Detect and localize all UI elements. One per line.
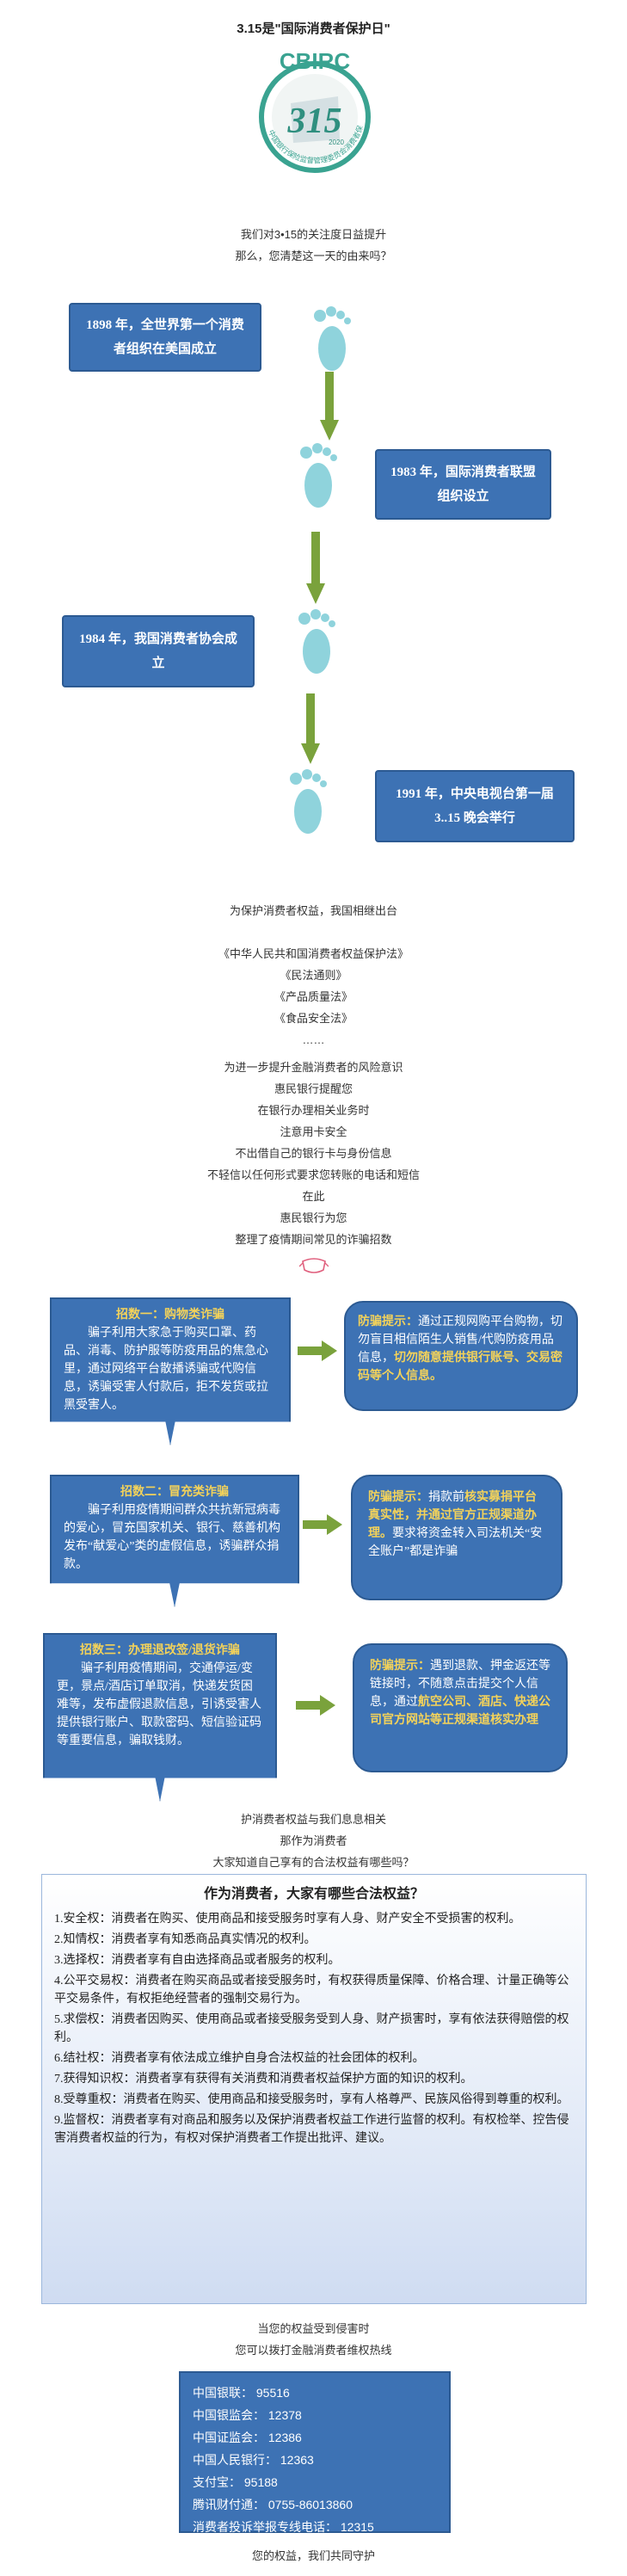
hotline-item: 中国银联： 95516	[193, 2386, 290, 2400]
rights-item: 7.获得知识权：消费者享有获得有关消费和消费者权益保护方面的知识的权利。	[54, 2073, 473, 2086]
rights-intro-line: 护消费者权益与我们息息相关	[240, 1813, 386, 1826]
scam-heading: 招数二：冒充类诈骗	[120, 1486, 229, 1499]
rights-item: 4.公平交易权：消费者在购买商品或者接受服务时，有权获得质量保障、价格合理、计量…	[54, 1975, 569, 2006]
scam-box-3: 招数三：办理退改签/退货诈骗 骗子利用疫情期间，交通停运/变更，景点/酒店订单取…	[43, 1633, 277, 1802]
scam-box-2: 招数二：冒充类诈骗 骗子利用疫情期间群众共抗新冠病毒的爱心，冒充国家机关、银行、…	[50, 1475, 299, 1607]
footprint-icon	[284, 768, 332, 835]
rights-panel: 作为消费者，大家有哪些合法权益？ 1.安全权：消费者在购买、使用商品和接受服务时…	[41, 1874, 587, 2304]
rights-item: 5.求偿权：消费者因购买、使用商品或者接受服务受到人身、财产损害时，享有依法获得…	[54, 2013, 569, 2044]
rights-item: 8.受尊重权：消费者在购买、使用商品和接受服务时，享有人格尊严、民族风俗得到尊重…	[54, 2093, 569, 2106]
intro-text: 我们对3•15的关注度日益提升 那么，您清楚这一天的由来吗？	[0, 224, 627, 267]
right-arrow-icon	[298, 1340, 337, 1365]
rights-title: 作为消费者，大家有哪些合法权益？	[203, 1887, 424, 1901]
law-item: 《民法通则》	[280, 969, 347, 982]
timeline-text: 1984 年，我国消费者协会成立	[79, 632, 237, 670]
tip-highlight: 切勿随意提供银行账号、交易密码等个人信息。	[358, 1352, 562, 1383]
law-item: 《食品安全法》	[274, 1012, 353, 1025]
scam-heading: 招数三：办理退改签/退货诈骗	[80, 1644, 240, 1657]
right-arrow-icon	[296, 1695, 335, 1720]
hotline-item: 中国证监会： 12386	[193, 2431, 302, 2444]
rights-item: 6.结社权：消费者享有依法成立维护自身合法权益的社会团体的权利。	[54, 2052, 425, 2065]
hotline-intro-line: 您可以拨打金融消费者维权热线	[235, 2344, 392, 2357]
tip-body: 捐款前	[428, 1491, 464, 1504]
tip-box-3: 防骗提示：遇到退款、押金返还等链接时，不随意点击提交个人信息，通过航空公司、酒店…	[353, 1643, 568, 1772]
tip-highlight: 航空公司、酒店、快递公司官方网站等正规渠道核实办理	[370, 1696, 550, 1727]
bank-line: 不出借自己的银行卡与身份信息	[235, 1147, 392, 1160]
scam-body: 骗子利用疫情期间，交通停运/变更，景点/酒店订单取消，快递发货困难等，发布虚假退…	[57, 1662, 261, 1747]
footprint-icon	[308, 305, 356, 373]
rights-intro-line: 大家知道自己享有的合法权益有哪些吗？	[212, 1856, 415, 1869]
bank-line: 注意用卡安全	[280, 1125, 347, 1138]
bank-line: 在银行办理相关业务时	[257, 1104, 370, 1117]
hotline-item: 支付宝： 95188	[193, 2475, 278, 2489]
rights-item: 3.选择权：消费者享有自由选择商品或者服务的权利。	[54, 1954, 341, 1967]
laws-intro: 为保护消费者权益，我国相继出台	[229, 904, 397, 917]
timeline-box-1898: 1898 年，全世界第一个消费者组织在美国成立	[69, 303, 261, 372]
laws-list: 《中华人民共和国消费者权益保护法》 《民法通则》 《产品质量法》 《食品安全法》…	[0, 943, 627, 1051]
tip-heading: 防骗提示：	[370, 1660, 430, 1673]
hotline-intro: 当您的权益受到侵害时 您可以拨打金融消费者维权热线	[0, 2318, 627, 2361]
rights-intro: 护消费者权益与我们息息相关 那作为消费者 大家知道自己享有的合法权益有哪些吗？	[0, 1809, 627, 1873]
hotline-intro-line: 当您的权益受到侵害时	[257, 2322, 370, 2335]
bank-line: 整理了疫情期间常见的诈骗招数	[235, 1233, 392, 1246]
svg-text:CBIRC: CBIRC	[280, 48, 351, 74]
scam-box-1: 招数一：购物类诈骗 骗子利用大家急于购买口罩、药品、消毒、防护服等防疫用品的焦急…	[50, 1297, 291, 1445]
tip-box-1: 防骗提示：通过正规网购平台购物，切勿盲目相信陌生人销售/代购防疫用品信息，切勿随…	[344, 1301, 578, 1411]
tip-highlight: 核实募捐平台真实性，并通过官方正规渠道办理。	[368, 1491, 537, 1540]
scam-body: 骗子利用大家急于购买口罩、药品、消毒、防护服等防疫用品的焦急心里，通过网络平台散…	[64, 1327, 268, 1412]
bank-line: 在此	[302, 1190, 325, 1203]
timeline-box-1991: 1991 年，中央电视台第一届 3..15 晚会举行	[375, 770, 575, 842]
rights-item: 9.监督权：消费者享有对商品和服务以及保护消费者权益工作进行监督的权利。有权检举…	[54, 2114, 569, 2145]
hotline-item: 中国银监会： 12378	[193, 2408, 302, 2422]
down-arrow-icon	[320, 372, 339, 445]
right-arrow-icon	[303, 1514, 342, 1539]
tip-body: 遇到退款、押金返还等链接时，不随意点击提交个人信息，通过	[370, 1660, 550, 1709]
intro-line: 我们对3•15的关注度日益提升	[240, 228, 387, 241]
footprint-icon	[294, 442, 342, 509]
tip-box-2: 防骗提示：捐款前核实募捐平台真实性，并通过官方正规渠道办理。要求将资金转入司法机…	[351, 1475, 562, 1600]
down-arrow-icon	[301, 693, 320, 768]
timeline-text: 1898 年，全世界第一个消费者组织在美国成立	[86, 318, 244, 356]
bank-line: 惠民银行提醒您	[274, 1082, 353, 1095]
hotline-item: 中国人民银行： 12363	[193, 2453, 314, 2467]
bank-line: 惠民银行为您	[280, 1211, 347, 1224]
tip-heading: 防骗提示：	[358, 1316, 418, 1328]
rights-item: 2.知情权：消费者享有知悉商品真实情况的权利。	[54, 1933, 317, 1946]
down-arrow-icon	[306, 532, 325, 608]
rights-item: 1.安全权：消费者在购买、使用商品和接受服务时享有人身、财产安全不受损害的权利。	[54, 1913, 521, 1926]
law-item: 《产品质量法》	[274, 990, 353, 1003]
footprint-icon	[292, 608, 341, 675]
scam-heading: 招数一：购物类诈骗	[116, 1309, 224, 1322]
tip-tail: 要求将资金转入司法机关“安全账户”都是诈骗	[368, 1527, 543, 1558]
hotline-item: 腾讯财付通： 0755-86013860	[193, 2498, 353, 2511]
hotline-box: 中国银联： 95516 中国银监会： 12378 中国证监会： 12386 中国…	[179, 2371, 451, 2534]
cbirc-315-logo: CBIRC 315 2020 中国银行保险监督管理委员会消费者保护局	[240, 36, 386, 186]
mask-icon	[298, 1258, 329, 1278]
law-item: ……	[302, 1033, 325, 1046]
svg-text:2020: 2020	[329, 139, 344, 146]
timeline-box-1984: 1984 年，我国消费者协会成立	[62, 615, 255, 687]
rights-intro-line: 那作为消费者	[280, 1834, 347, 1847]
timeline-text: 1983 年，国际消费者联盟组织设立	[390, 465, 536, 503]
page-title: 3.15是"国际消费者保护日"	[237, 22, 390, 36]
bank-reminder: 为进一步提升金融消费者的风险意识 惠民银行提醒您 在银行办理相关业务时 注意用卡…	[0, 1057, 627, 1250]
bank-line: 不轻信以任何形式要求您转账的电话和短信	[206, 1168, 420, 1181]
scam-body: 骗子利用疫情期间群众共抗新冠病毒的爱心，冒充国家机关、银行、慈善机构发布“献爱心…	[64, 1504, 280, 1571]
tip-heading: 防骗提示：	[368, 1491, 428, 1504]
law-item: 《中华人民共和国消费者权益保护法》	[218, 947, 409, 960]
bank-line: 为进一步提升金融消费者的风险意识	[224, 1061, 403, 1074]
tip-body: 通过正规网购平台购物，切勿盲目相信陌生人销售/代购防疫用品信息，	[358, 1316, 562, 1365]
timeline-box-1983: 1983 年，国际消费者联盟组织设立	[375, 449, 551, 520]
intro-line: 那么，您清楚这一天的由来吗？	[235, 250, 392, 262]
svg-text:315: 315	[287, 102, 342, 141]
timeline-text: 1991 年，中央电视台第一届 3..15 晚会举行	[396, 787, 554, 825]
closing-text: 您的权益，我们共同守护	[251, 2549, 375, 2562]
hotline-item: 消费者投诉举报专线电话： 12315	[193, 2520, 374, 2534]
